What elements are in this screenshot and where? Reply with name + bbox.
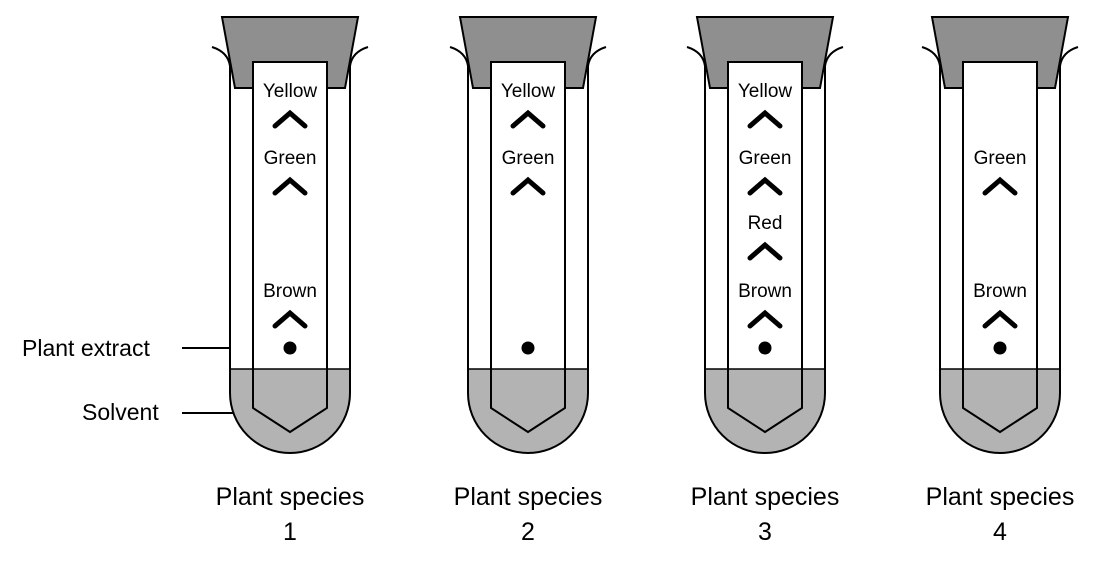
solvent-label: Solvent [82, 399, 159, 425]
pigment-band-yellow: Yellow [501, 81, 556, 129]
extract-spot [993, 341, 1007, 355]
pigment-chevron-icon [272, 109, 308, 129]
pigment-label: Green [739, 148, 792, 169]
pigment-band-brown: Brown [973, 281, 1027, 329]
tube-rim-left [449, 46, 469, 80]
species-number: 4 [993, 518, 1007, 546]
pigment-band-green: Green [264, 148, 317, 196]
tube-outline [467, 80, 589, 454]
extract-spot [283, 341, 297, 355]
species-caption: Plant species [926, 483, 1075, 511]
stopper [930, 16, 1070, 89]
pigment-label: Green [974, 148, 1027, 169]
species-number: 1 [283, 518, 297, 546]
pigment-band-yellow: Yellow [263, 81, 318, 129]
pigment-band-brown: Brown [263, 281, 317, 329]
pigment-label: Red [748, 213, 783, 234]
tube-rim-right [587, 46, 607, 80]
tube-rim-left [686, 46, 706, 80]
plant-extract-annotation: Plant extract [22, 335, 280, 361]
pigment-label: Green [264, 148, 317, 169]
tube-rim-left [211, 46, 231, 80]
tube-outline [939, 80, 1061, 454]
pigment-chevron-icon [982, 176, 1018, 196]
pigment-band-green: Green [502, 148, 555, 196]
pigment-label: Brown [738, 281, 792, 302]
tube-outline [229, 80, 351, 454]
pigment-chevron-icon [272, 309, 308, 329]
pigment-label: Yellow [738, 81, 793, 102]
pigment-band-yellow: Yellow [738, 81, 793, 129]
tube-outline [704, 80, 826, 454]
stopper [458, 16, 598, 89]
pigment-chevron-icon [272, 176, 308, 196]
pigment-chevron-icon [982, 309, 1018, 329]
pigment-band-brown: Brown [738, 281, 792, 329]
pigment-chevron-icon [747, 176, 783, 196]
species-number: 3 [758, 518, 772, 546]
species-caption: Plant species [216, 483, 365, 511]
pigment-band-red: Red [747, 213, 783, 261]
tube-rim-right [349, 46, 369, 80]
pigment-label: Brown [973, 281, 1027, 302]
pigment-chevron-icon [510, 109, 546, 129]
tube-rim-right [1059, 46, 1079, 80]
pigment-chevron-icon [747, 309, 783, 329]
extract-spot [758, 341, 772, 355]
plant-extract-label: Plant extract [22, 335, 150, 361]
pigment-label: Yellow [501, 81, 556, 102]
species-caption: Plant species [454, 483, 603, 511]
tube-glass [230, 80, 350, 453]
pigment-label: Green [502, 148, 555, 169]
pigment-label: Yellow [263, 81, 318, 102]
pigment-label: Brown [263, 281, 317, 302]
pigment-band-green: Green [974, 148, 1027, 196]
pigment-chevron-icon [510, 176, 546, 196]
stopper [220, 16, 360, 89]
pigment-chevron-icon [747, 241, 783, 261]
tube-glass [940, 80, 1060, 453]
pigment-chevron-icon [747, 109, 783, 129]
species-number: 2 [521, 518, 535, 546]
tube-rim-right [824, 46, 844, 80]
stopper [695, 16, 835, 89]
tube-glass [468, 80, 588, 453]
tube-glass [705, 80, 825, 453]
solvent-annotation: Solvent [82, 399, 244, 425]
pigment-band-green: Green [739, 148, 792, 196]
extract-spot [521, 341, 535, 355]
species-caption: Plant species [691, 483, 840, 511]
tube-rim-left [921, 46, 941, 80]
